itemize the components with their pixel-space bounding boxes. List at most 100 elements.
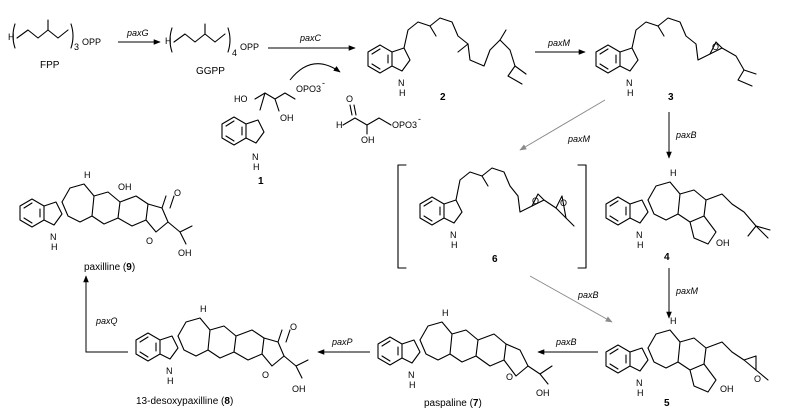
- fpp-label: FPP: [40, 60, 60, 71]
- compound-3-number: 3: [668, 92, 674, 103]
- label-text: 7: [473, 398, 479, 409]
- label-text: paspaline (: [424, 398, 474, 409]
- c8-ketone-o: O: [290, 322, 297, 332]
- paxilline-structure: N H H OH O O OH paxilline (9): [19, 170, 193, 273]
- compound-1-number: 1: [258, 176, 264, 187]
- arrow-paxM-diagonal: [519, 99, 606, 151]
- ggpp-repeat-count: 4: [232, 48, 237, 58]
- label-text: 8: [224, 396, 230, 407]
- fpp-repeat-count: 3: [74, 42, 79, 52]
- label-text: ): [132, 262, 135, 273]
- enzyme-paxQ-label: paxQ: [95, 316, 118, 326]
- c1-nh-atom: N: [252, 152, 259, 162]
- c8-nh-atom: N: [166, 366, 173, 376]
- compound-6-structure: N H O O 6: [397, 164, 587, 269]
- g3p-h-atom: H: [336, 120, 343, 130]
- enzyme-paxM-vertical-label: paxM: [675, 286, 699, 296]
- g3p-oh-label: OH: [361, 135, 375, 145]
- c1-phosphate-charge: -: [322, 78, 325, 88]
- ggpp-label: GGPP: [196, 66, 225, 77]
- desoxypaxilline-name: 13-desoxypaxilline (8): [136, 396, 233, 407]
- enzyme-paxM-diagonal-label: paxM: [567, 134, 591, 144]
- paxilline-name: paxilline (9): [84, 262, 135, 273]
- desoxypaxilline-structure: N H H O O OH 13-desoxypaxilline (8): [135, 304, 309, 407]
- c9-nh-h: H: [51, 242, 58, 252]
- c6-epoxide-o2: O: [560, 198, 567, 208]
- c8-oh-label: OH: [292, 384, 306, 394]
- c9-oh-top: OH: [118, 182, 132, 192]
- enzyme-paxB-bottom-label: paxB: [555, 337, 577, 347]
- c2-nh-h: H: [399, 88, 406, 98]
- arrow-paxB-diagonal: [529, 275, 613, 323]
- c9-oh-label: OH: [178, 248, 192, 258]
- c5-nh-atom: N: [636, 378, 643, 388]
- c5-h-atom: H: [670, 316, 677, 326]
- c9-ring-o: O: [146, 236, 153, 246]
- compound-4-number: 4: [664, 252, 670, 263]
- arrow-paxQ: [83, 275, 128, 353]
- c8-ring-o: O: [262, 370, 269, 380]
- g3p-o-atom: O: [346, 94, 353, 104]
- compound-5-structure: N H H OH O 5: [605, 316, 769, 409]
- c4-h-atom: H: [670, 168, 677, 178]
- c6-nh-h: H: [451, 240, 458, 250]
- compound-6-number: 6: [492, 254, 498, 265]
- c1-ho-label: HO: [234, 94, 248, 104]
- compound-2-number: 2: [440, 92, 446, 103]
- c5-epoxide-o: O: [754, 374, 761, 384]
- fpp-h-atom: H: [8, 32, 15, 42]
- c9-ketone-o: O: [174, 188, 181, 198]
- bracket-right: [577, 164, 587, 269]
- c4-oh-label: OH: [716, 238, 730, 248]
- enzyme-paxB-diagonal-label: paxB: [577, 290, 599, 300]
- paspaline-structure: N H H O OH paspaline (7): [377, 308, 553, 409]
- arrow-cosubstrate-curve: [289, 63, 341, 81]
- c4-nh-atom: N: [636, 230, 643, 240]
- c6-epoxide-o1: O: [532, 196, 539, 206]
- c3-epoxide-o: O: [712, 42, 719, 52]
- c7-ring-o: O: [506, 372, 513, 382]
- c9-nh-atom: N: [50, 232, 57, 242]
- compound-4-structure: N H H OH 4: [605, 168, 771, 263]
- label-text: ): [230, 396, 233, 407]
- c2-nh-atom: N: [398, 78, 405, 88]
- c3-nh-h: H: [627, 88, 634, 98]
- c5-oh-label: OH: [720, 384, 734, 394]
- label-text: paxilline (: [84, 262, 127, 273]
- compound-1-structure: HO OPO3 - OH N H 1: [221, 78, 325, 187]
- c4-nh-h: H: [637, 240, 644, 250]
- c7-h-atom: H: [442, 308, 449, 318]
- c8-nh-h: H: [167, 376, 174, 386]
- fpp-opp-group: OPP: [82, 37, 101, 47]
- label-text: 13-desoxypaxilline (: [136, 396, 225, 407]
- c1-phosphate-label: OPO3: [296, 84, 321, 94]
- ggpp-opp-group: OPP: [240, 42, 259, 52]
- label-text: ): [478, 398, 481, 409]
- enzyme-paxB-vertical-label: paxB: [675, 130, 697, 140]
- g3p-phosphate-charge: -: [418, 114, 421, 124]
- enzyme-paxG-label: paxG: [126, 28, 149, 38]
- c6-nh-atom: N: [450, 230, 457, 240]
- c9-h-atom: H: [84, 170, 91, 180]
- c7-oh-label: OH: [536, 388, 550, 398]
- c7-nh-h: H: [409, 380, 416, 390]
- c8-h-atom: H: [200, 304, 207, 314]
- c7-nh-atom: N: [408, 370, 415, 380]
- c1-oh-label: OH: [280, 113, 294, 123]
- bracket-left: [397, 164, 407, 269]
- c5-nh-h: H: [637, 388, 644, 398]
- compound-3-structure: N H O 3: [595, 17, 757, 103]
- ggpp-structure: H 4 OPP GGPP: [165, 23, 259, 77]
- c1-nh-h: H: [253, 162, 260, 172]
- g3p-structure: O H OH OPO3 -: [336, 94, 421, 145]
- ggpp-h-atom: H: [165, 36, 172, 46]
- g3p-phosphate-label: OPO3: [392, 120, 417, 130]
- enzyme-paxC-label: paxC: [299, 33, 322, 43]
- enzyme-paxP-label: paxP: [331, 337, 353, 347]
- enzyme-paxM-top-label: paxM: [547, 38, 571, 48]
- compound-2-structure: N H 2: [367, 17, 527, 103]
- compound-5-number: 5: [664, 398, 670, 409]
- fpp-structure: H 3 OPP FPP: [8, 19, 101, 71]
- paspaline-name: paspaline (7): [424, 398, 482, 409]
